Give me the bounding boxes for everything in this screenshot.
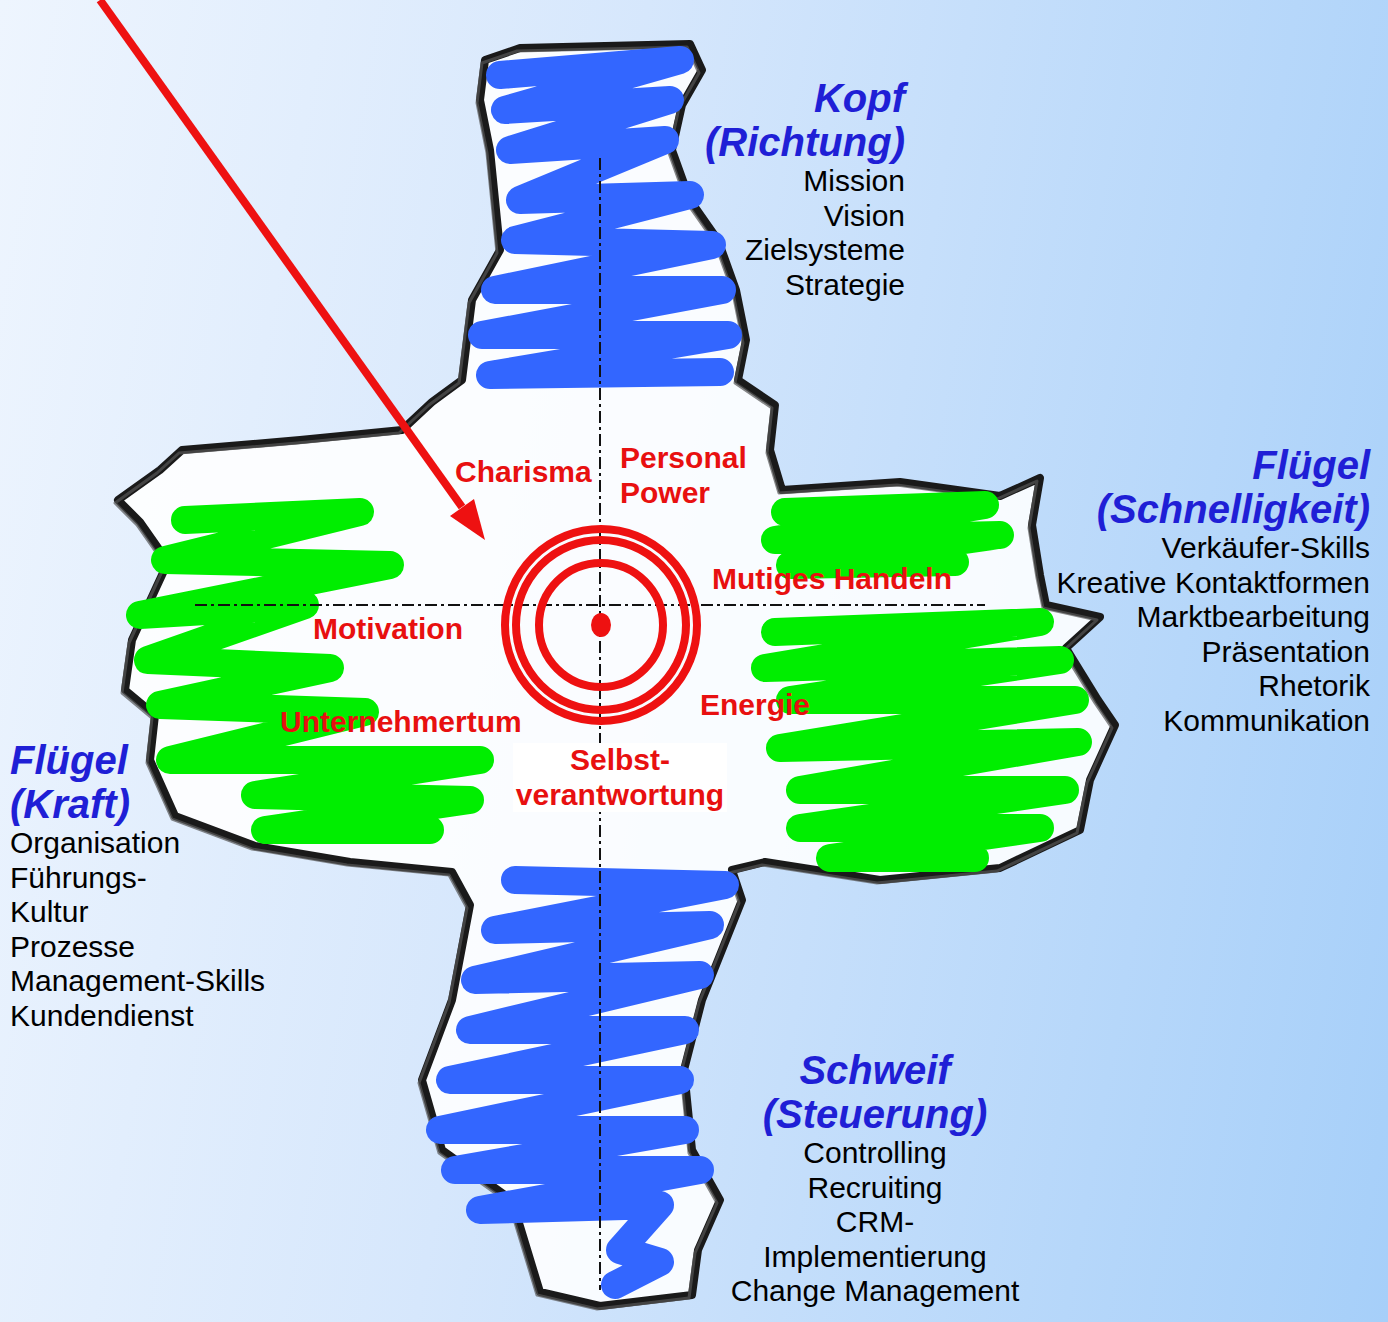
part-group: Flügel (Schnelligkeit)Verkäufer-SkillsKr… xyxy=(1057,443,1371,738)
target-ring xyxy=(505,529,697,721)
part-item: Kommunikation xyxy=(1057,704,1371,739)
quality-label: Motivation xyxy=(313,612,463,647)
part-heading: Schweif (Steuerung) xyxy=(763,1048,987,1136)
left-wing-scribble xyxy=(140,512,480,830)
part-item: Führungs- Kultur xyxy=(10,861,147,930)
tail-scribble xyxy=(440,880,725,1285)
part-heading: Flügel (Kraft) xyxy=(10,738,130,826)
quality-label: Selbst- verantwortung xyxy=(513,743,727,812)
pointer-arrow xyxy=(100,0,462,507)
target-ring xyxy=(539,563,663,687)
part-item: Prozesse xyxy=(10,930,265,965)
part-group: Flügel (Kraft)OrganisationFührungs- Kult… xyxy=(10,738,265,1033)
target-ring xyxy=(516,540,686,710)
quality-label: Energie xyxy=(700,688,810,723)
part-item: Mission xyxy=(705,164,905,199)
part-heading: Flügel (Schnelligkeit) xyxy=(1097,443,1370,531)
part-item: Recruiting xyxy=(731,1171,1020,1206)
part-item: Marktbearbeitung xyxy=(1057,600,1371,635)
part-item: Rhetorik xyxy=(1057,669,1371,704)
part-item: Kreative Kontaktformen xyxy=(1057,566,1371,601)
part-item: Change Management xyxy=(731,1274,1020,1309)
quality-label: Mutiges Handeln xyxy=(712,562,952,597)
pointer-arrowhead xyxy=(450,499,485,540)
part-item: CRM- Implementierung xyxy=(763,1205,986,1274)
part-item: Zielsysteme xyxy=(705,233,905,268)
right-wing-scribble xyxy=(765,622,1078,858)
head-scribble xyxy=(482,60,728,375)
part-heading: Kopf (Richtung) xyxy=(705,76,905,164)
part-item: Vision xyxy=(705,199,905,234)
target-center xyxy=(591,613,611,637)
part-group: Schweif (Steuerung)ControllingRecruiting… xyxy=(731,1048,1020,1309)
part-item: Strategie xyxy=(705,268,905,303)
part-group: Kopf (Richtung)MissionVisionZielsystemeS… xyxy=(705,76,905,302)
quality-label: Charisma xyxy=(455,455,592,490)
axis-line xyxy=(195,604,985,606)
part-item: Organisation xyxy=(10,826,265,861)
part-item: Kundendienst xyxy=(10,999,265,1034)
part-item: Präsentation xyxy=(1057,635,1371,670)
part-item: Verkäufer-Skills xyxy=(1057,531,1371,566)
part-item: Management-Skills xyxy=(10,964,265,999)
quality-label: Personal Power xyxy=(620,441,747,510)
part-item: Controlling xyxy=(731,1136,1020,1171)
quality-label: Unternehmertum xyxy=(280,705,522,740)
right-wing-scribble xyxy=(775,505,1000,565)
